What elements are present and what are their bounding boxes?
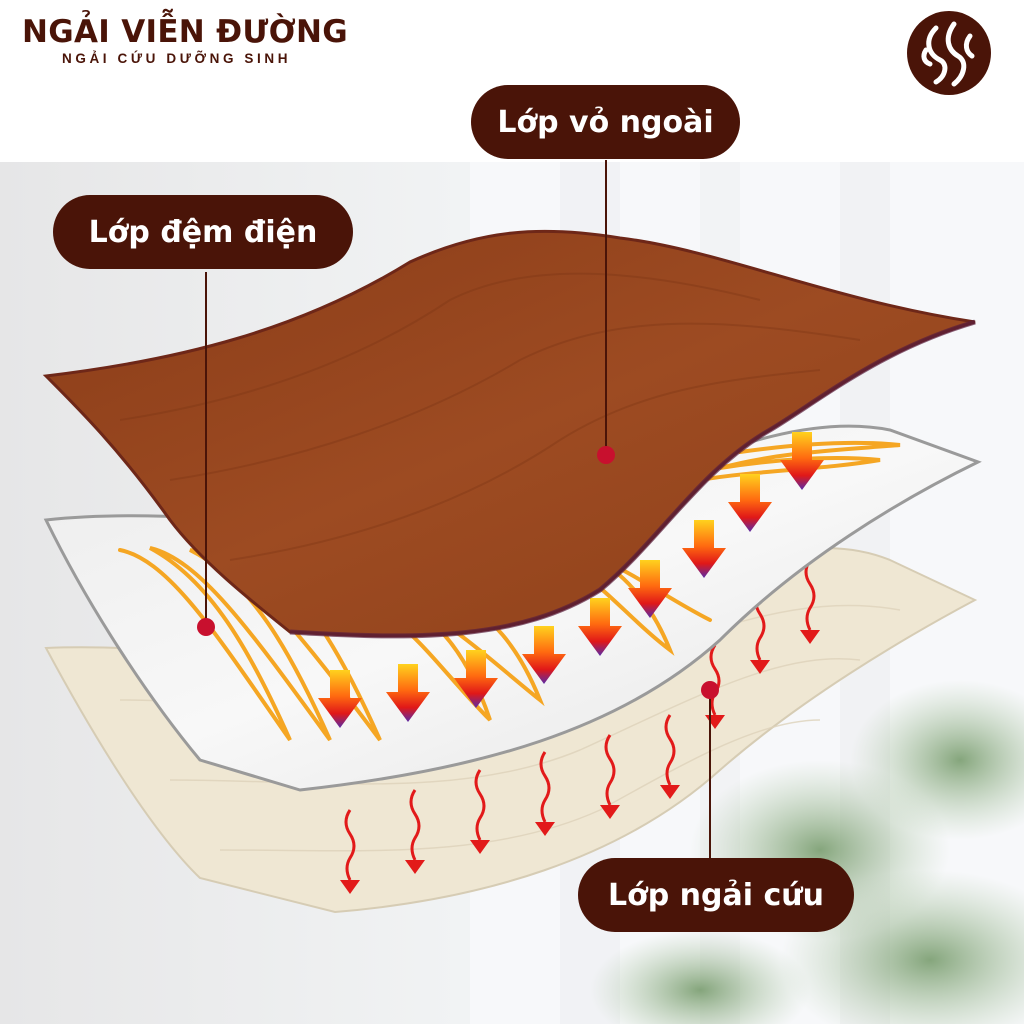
callout-outer-shell: Lớp vỏ ngoài: [471, 85, 740, 159]
marker-mugwort-layer: [701, 681, 719, 699]
blurred-plant: [590, 680, 1024, 1024]
brand-block: NGẢI VIỄN ĐƯỜNG NGẢI CỨU DƯỠNG SINH: [22, 14, 352, 66]
callout-mugwort-layer-label: Lớp ngải cứu: [608, 877, 824, 913]
callout-heating-pad-label: Lớp đệm điện: [88, 214, 318, 250]
brand-name: NGẢI VIỄN ĐƯỜNG: [22, 14, 348, 50]
mugwort-heat-arrows: [344, 559, 816, 881]
callout-outer-shell-label: Lớp vỏ ngoài: [497, 104, 714, 140]
callout-heating-pad: Lớp đệm điện: [53, 195, 353, 269]
marker-outer-shell: [597, 446, 615, 464]
callout-mugwort-layer: Lớp ngải cứu: [578, 858, 854, 932]
heat-transfer-arrows: [318, 432, 824, 728]
leader-lines: [205, 160, 711, 858]
marker-heating-pad: [197, 618, 215, 636]
swirl-flame-logo-icon: [907, 11, 991, 95]
brand-tagline: NGẢI CỨU DƯỠNG SINH: [62, 51, 292, 66]
